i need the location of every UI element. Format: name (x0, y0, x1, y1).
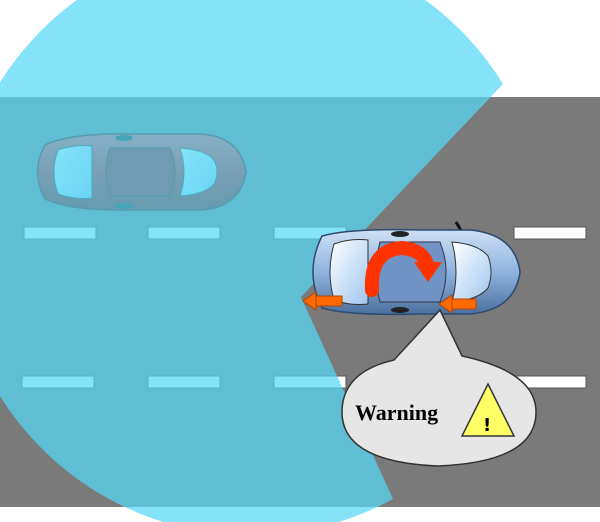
warning-triangle-icon: ! (460, 382, 516, 437)
side-arrow-left-icon (302, 291, 343, 311)
warning-callout: Warning ! (341, 308, 537, 467)
sensor-zone (0, 0, 503, 522)
warning-label: Warning (355, 400, 438, 425)
turn-arrow-icon (364, 240, 442, 297)
side-arrow-right-icon (438, 294, 477, 314)
ego-car (312, 221, 521, 316)
warning-glyph: ! (483, 415, 491, 436)
